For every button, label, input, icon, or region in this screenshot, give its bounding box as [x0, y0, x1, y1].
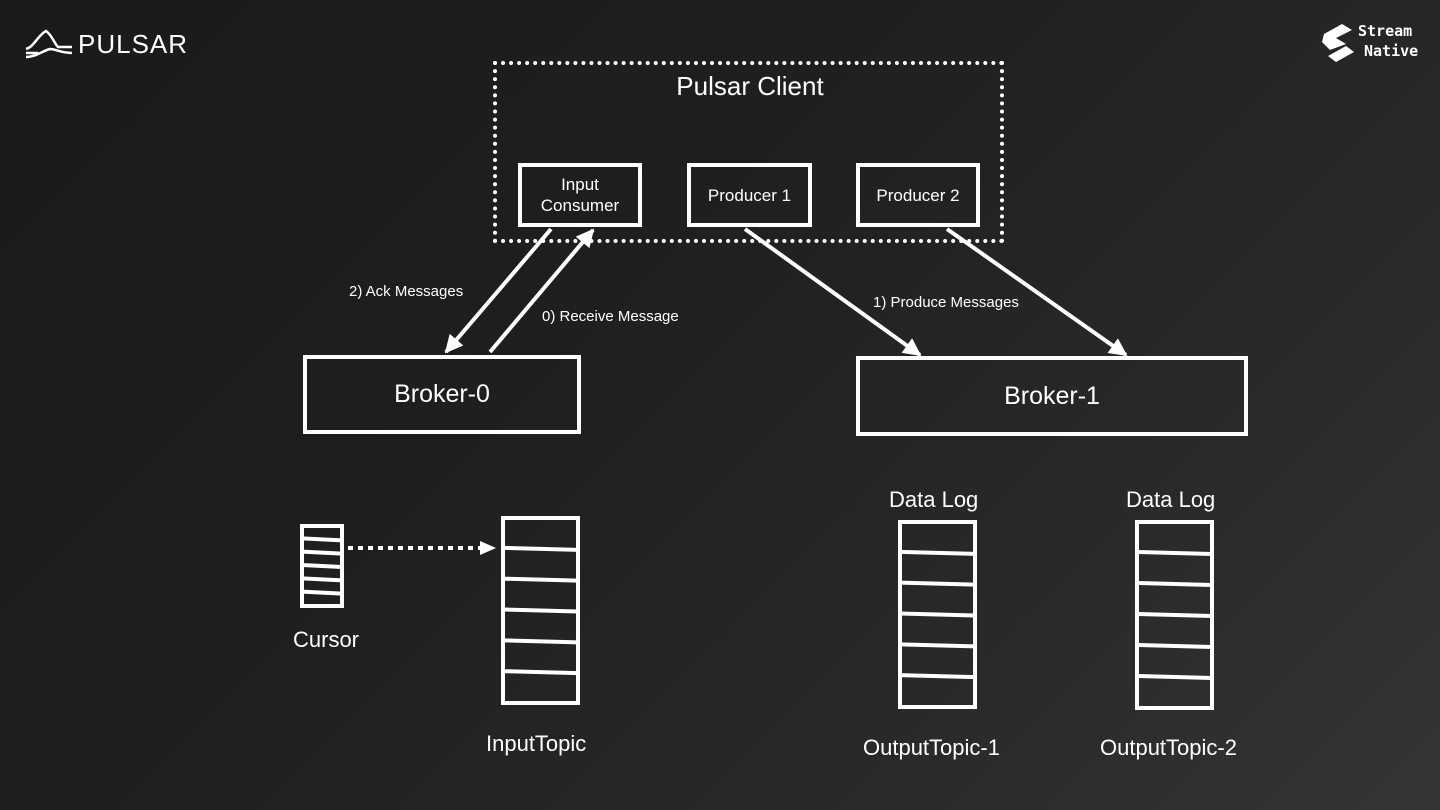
input-topic-stack-segment-divider: [502, 607, 579, 614]
output-topic-2-stack-segment-divider: [1136, 581, 1213, 587]
producer-2-label: Producer 2: [876, 185, 960, 205]
input-topic-stack-segment-divider: [502, 638, 579, 645]
output-topic-1-stack-segment-divider: [899, 580, 976, 587]
pulsar-wordmark: PULSAR: [78, 28, 189, 59]
edge-label-ack: 2) Ack Messages: [349, 283, 464, 300]
pulsar-mountain-icon: [25, 29, 73, 59]
input-topic-label: InputTopic: [486, 731, 587, 756]
output-topic-2-stack: [1135, 520, 1214, 710]
output-topic-1-header: Data Log: [889, 487, 979, 512]
pulsar-logo: PULSAR: [24, 24, 188, 64]
output-topic-2-stack-segment-divider: [1136, 674, 1213, 680]
producer-1-label: Producer 1: [707, 185, 792, 205]
cursor-stack: [300, 524, 344, 608]
input-consumer-box[interactable]: Input Consumer: [518, 163, 642, 227]
broker-1-label: Broker-1: [1004, 381, 1100, 410]
output-topic-1-label: OutputTopic-1: [863, 735, 1000, 760]
edge-label-receive: 0) Receive Message: [542, 308, 679, 325]
arrow-produce-1: [743, 227, 922, 357]
arrow-produce-2: [945, 227, 1128, 357]
output-topic-1-stack-segment-divider: [899, 549, 976, 556]
producer-2-box[interactable]: Producer 2: [856, 163, 980, 227]
output-topic-2-label: OutputTopic-2: [1100, 735, 1237, 760]
streamnative-s-icon: [1322, 24, 1354, 62]
arrow-receive-message: [488, 228, 595, 354]
output-topic-2-header: Data Log: [1126, 487, 1216, 512]
input-consumer-line1: Input: [561, 175, 599, 194]
cursor-label: Cursor: [293, 627, 360, 652]
streamnative-logo: Stream Native: [1322, 20, 1432, 66]
broker-0-label: Broker-0: [394, 380, 490, 408]
input-consumer-line2: Consumer: [540, 196, 620, 215]
output-topic-1-stack-segment-divider: [899, 611, 976, 618]
broker-1-box[interactable]: Broker-1: [856, 356, 1248, 436]
output-topic-1-stack-segment-divider: [899, 642, 976, 649]
arrow-ack-messages: [444, 227, 553, 354]
output-topic-2-stack-segment-divider: [1136, 612, 1213, 618]
input-topic-stack-segment-divider: [502, 576, 579, 583]
pulsar-client-title: Pulsar Client: [676, 71, 824, 101]
pulsar-client-container: [493, 61, 1004, 243]
output-topic-2-stack-segment-divider: [1136, 643, 1213, 649]
producer-1-box[interactable]: Producer 1: [687, 163, 812, 227]
cursor-stack-segment-divider: [301, 589, 343, 596]
input-topic-stack-segment-divider: [502, 669, 579, 676]
cursor-stack-segment-divider: [301, 549, 343, 556]
streamnative-line2: Native: [1364, 42, 1419, 60]
edge-label-produce: 1) Produce Messages: [873, 294, 1019, 311]
input-topic-stack-segment-divider: [502, 545, 579, 552]
output-topic-2-stack-segment-divider: [1136, 550, 1213, 556]
cursor-stack-segment-divider: [301, 536, 343, 543]
output-topic-1-stack: [898, 520, 977, 709]
cursor-stack-segment-divider: [301, 563, 343, 569]
streamnative-line1: Stream: [1358, 22, 1413, 40]
arrow-cursor-head: [480, 541, 496, 555]
broker-0-box[interactable]: Broker-0: [303, 355, 581, 434]
cursor-stack-segment-divider: [301, 576, 343, 583]
input-topic-stack: [501, 516, 580, 705]
output-topic-1-stack-segment-divider: [899, 673, 976, 680]
